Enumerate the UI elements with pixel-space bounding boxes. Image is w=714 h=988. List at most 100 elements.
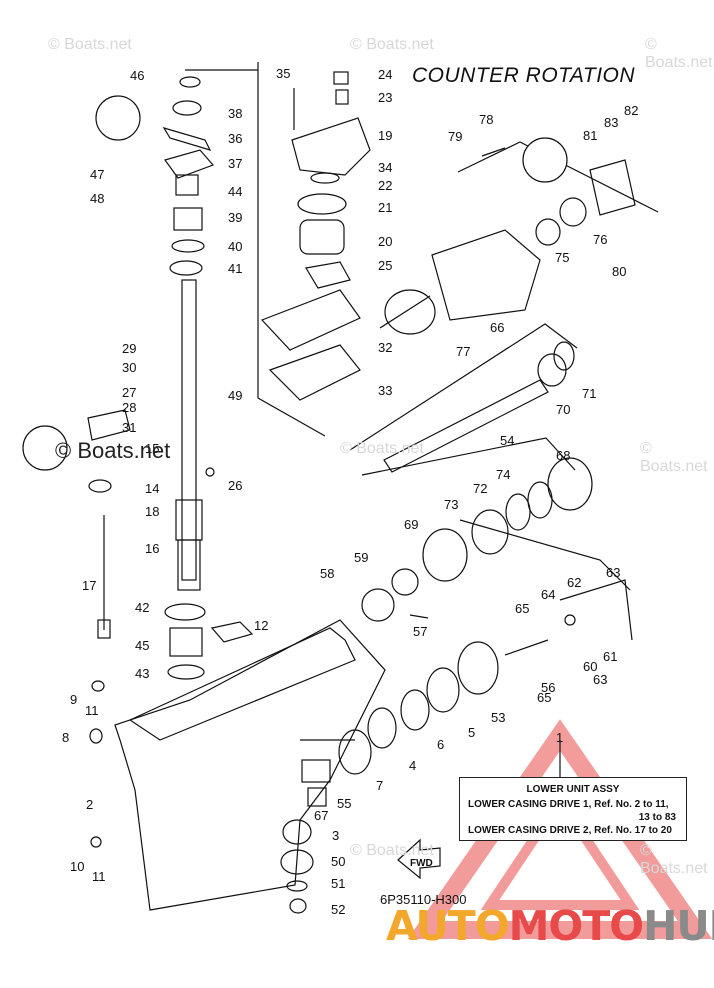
callout-78: 78	[479, 112, 493, 127]
callout-32: 32	[378, 340, 392, 355]
callout-12: 12	[254, 618, 268, 633]
logo-part-3: HUB	[643, 902, 714, 950]
fwd-label: FWD	[410, 858, 433, 869]
part-43	[167, 664, 205, 680]
callout-24: 24	[378, 67, 392, 82]
callout-80: 80	[612, 264, 626, 279]
callout-40: 40	[228, 239, 242, 254]
shift-rod-end	[97, 619, 111, 639]
callout-51: 51	[331, 876, 345, 891]
watermark-large: © Boats.net	[55, 438, 171, 463]
watermark: © Boats.net	[640, 842, 708, 877]
callout-5: 5	[468, 725, 475, 740]
callout-48: 48	[90, 191, 104, 206]
callout-49: 49	[228, 388, 242, 403]
part-39	[173, 207, 203, 231]
callout-68: 68	[556, 448, 570, 463]
part-51	[286, 880, 308, 892]
part-72	[505, 493, 531, 531]
part-44	[175, 174, 199, 196]
casing-top-face	[128, 627, 356, 741]
part-14	[88, 479, 112, 493]
part-24	[333, 71, 349, 85]
callout-9: 9	[70, 692, 77, 707]
callout-60: 60	[583, 659, 597, 674]
callout-53: 53	[491, 710, 505, 725]
part-68	[547, 457, 593, 511]
part-60	[564, 614, 576, 626]
callout-18: 18	[145, 504, 159, 519]
part-58	[361, 588, 395, 622]
callout-6: 6	[437, 737, 444, 752]
part-42	[164, 603, 206, 621]
callout-26: 26	[228, 478, 242, 493]
part-53	[457, 641, 499, 695]
logo-part-2: MOTO	[508, 902, 644, 950]
part-31	[87, 409, 131, 441]
part-26	[205, 467, 215, 477]
autumotohub-logo: AUTOMOTOHUB	[386, 902, 714, 950]
callout-57: 57	[413, 624, 427, 639]
part-37	[164, 149, 215, 179]
callout-71: 71	[582, 386, 596, 401]
part-69	[422, 528, 468, 582]
part-41	[169, 260, 203, 276]
bracket-vertical-left	[257, 62, 326, 437]
callout-10: 10	[70, 859, 84, 874]
part-12	[210, 621, 254, 643]
part-71	[553, 341, 575, 371]
part-59	[391, 568, 419, 596]
part-33	[268, 344, 361, 401]
callout-37: 37	[228, 156, 242, 171]
callout-17: 17	[82, 578, 96, 593]
part-75	[535, 218, 561, 246]
callout-55: 55	[337, 796, 351, 811]
callout-59: 59	[354, 550, 368, 565]
part-40	[171, 239, 205, 253]
callout-76: 76	[593, 232, 607, 247]
callout-11: 11	[85, 703, 99, 718]
callout-8: 8	[62, 730, 69, 745]
part-67	[307, 787, 327, 807]
watermark: © Boats.net	[645, 36, 713, 71]
callout-72: 72	[473, 481, 487, 496]
part-21	[297, 193, 347, 215]
drive-shaft	[181, 279, 197, 581]
drive-shaft-splines	[177, 539, 201, 591]
callout-65: 65	[515, 601, 529, 616]
grease-detail-icon-mid	[22, 425, 68, 471]
part-66	[431, 229, 541, 321]
callout-23: 23	[378, 90, 392, 105]
callout-29: 29	[122, 341, 136, 356]
callout-11: 11	[92, 869, 106, 884]
callout-61: 61	[603, 649, 617, 664]
callout-77: 77	[456, 344, 470, 359]
callout-63: 63	[593, 672, 607, 687]
part-32	[260, 289, 361, 351]
callout-27: 27	[122, 385, 136, 400]
callout-33: 33	[378, 383, 392, 398]
callout-31: 31	[122, 420, 136, 435]
watermark: © Boats.net	[340, 440, 424, 457]
callout-81: 81	[583, 128, 597, 143]
ref-marker: 1	[556, 730, 563, 745]
callout-56: 56	[541, 680, 555, 695]
part-6	[400, 689, 430, 731]
part-55	[301, 759, 331, 783]
callout-83: 83	[604, 115, 618, 130]
watermark: © Boats.net	[48, 36, 132, 53]
part-3	[282, 819, 312, 845]
bracket-counter-top	[457, 141, 659, 213]
callout-64: 64	[541, 587, 555, 602]
grease-detail-icon-left	[95, 95, 141, 141]
callout-74: 74	[496, 467, 510, 482]
part-45	[169, 627, 203, 657]
callout-28: 28	[122, 400, 136, 415]
part-76	[559, 197, 587, 227]
callout-34: 34	[378, 160, 392, 175]
watermark: © Boats.net	[350, 36, 434, 53]
callout-66: 66	[490, 320, 504, 335]
callout-82: 82	[624, 103, 638, 118]
fwd-arrow-icon: FWD	[397, 838, 441, 880]
